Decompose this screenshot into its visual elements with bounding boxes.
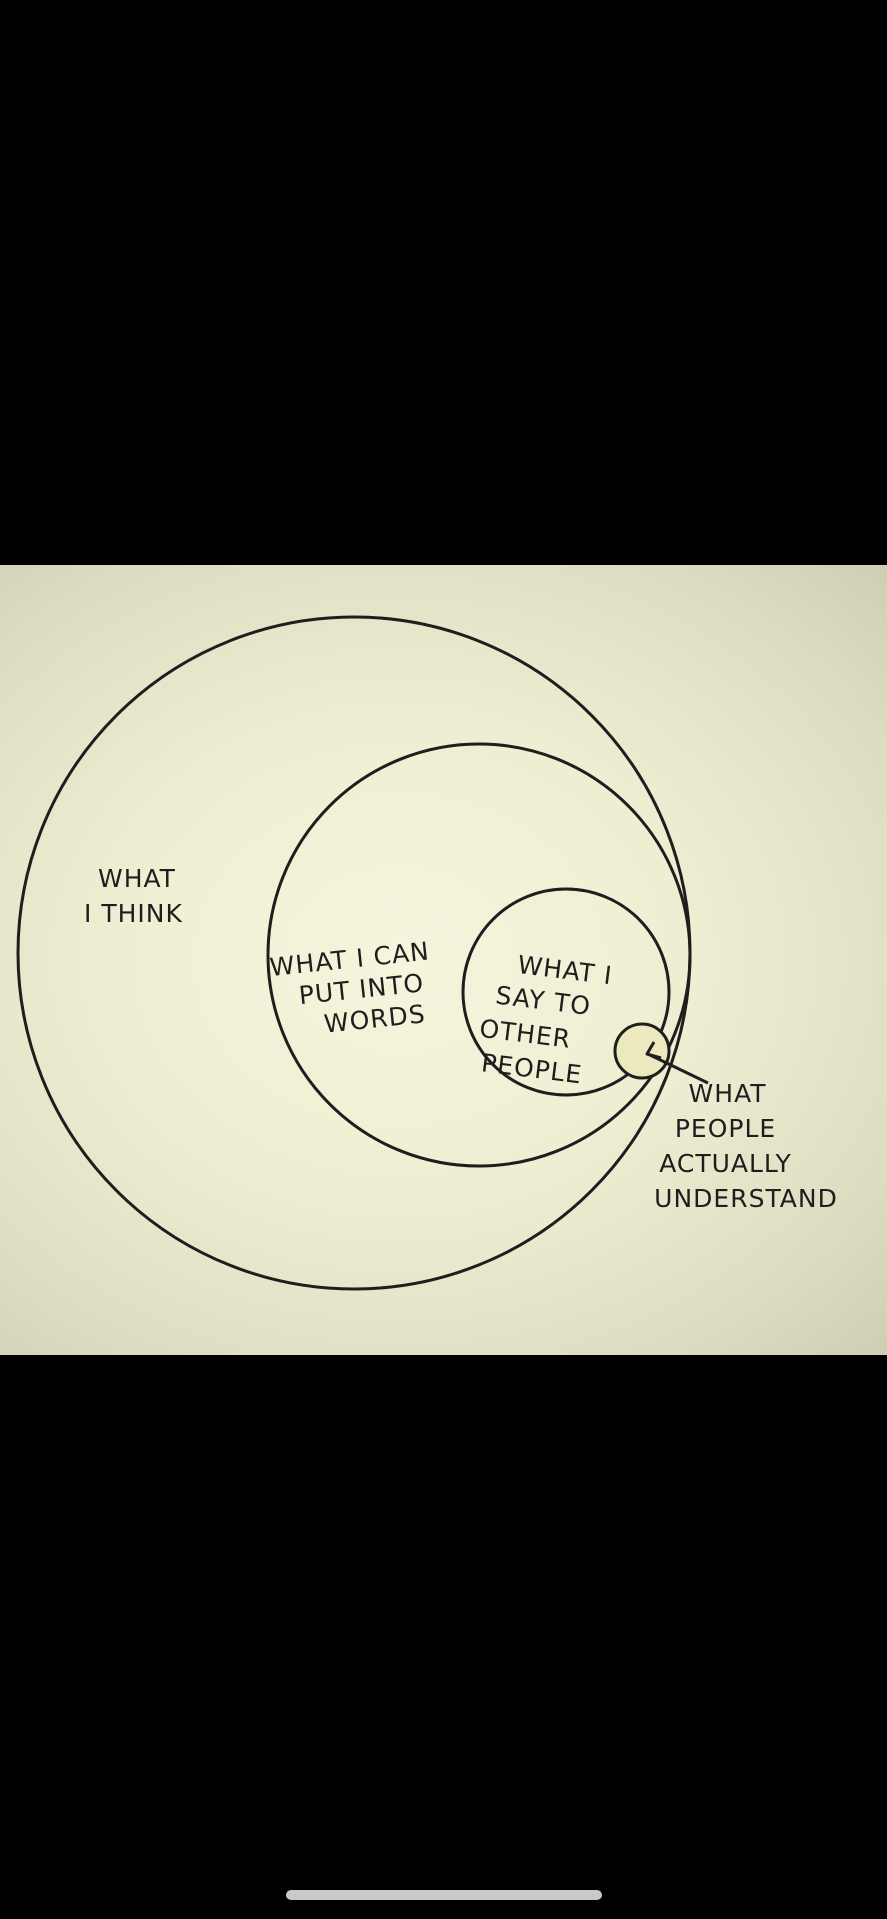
label-line: WHAT — [689, 1079, 767, 1108]
label-line: UNDERSTAND — [654, 1184, 838, 1213]
label-say-to-others: WHAT I SAY TO OTHER PEOPLE — [474, 946, 623, 1092]
label-put-into-words: WHAT I CAN PUT INTO WORDS — [268, 936, 446, 1044]
nested-circles-diagram: WHAT I THINK WHAT I CAN PUT INTO WORDS W… — [16, 615, 838, 1291]
circle-say-to-others — [461, 887, 671, 1097]
circle-put-into-words — [266, 742, 692, 1168]
label-line: OTHER — [478, 1014, 573, 1054]
label-line: PEOPLE — [480, 1048, 584, 1089]
label-people-understand: WHAT PEOPLE ACTUALLY UNDERSTAND — [654, 1079, 838, 1213]
arrow-head-icon — [645, 1041, 662, 1060]
label-line: I THINK — [84, 899, 183, 928]
label-line: WHAT — [98, 864, 176, 893]
label-line: SAY TO — [494, 981, 592, 1021]
label-what-i-think: WHAT I THINK — [84, 864, 185, 928]
arrow-shaft — [649, 1053, 709, 1085]
home-indicator[interactable] — [286, 1890, 602, 1900]
label-line: ACTUALLY — [659, 1149, 792, 1178]
label-line: PEOPLE — [675, 1114, 776, 1143]
diagram-photo: WHAT I THINK WHAT I CAN PUT INTO WORDS W… — [0, 565, 887, 1355]
circle-people-understand — [613, 1022, 671, 1080]
